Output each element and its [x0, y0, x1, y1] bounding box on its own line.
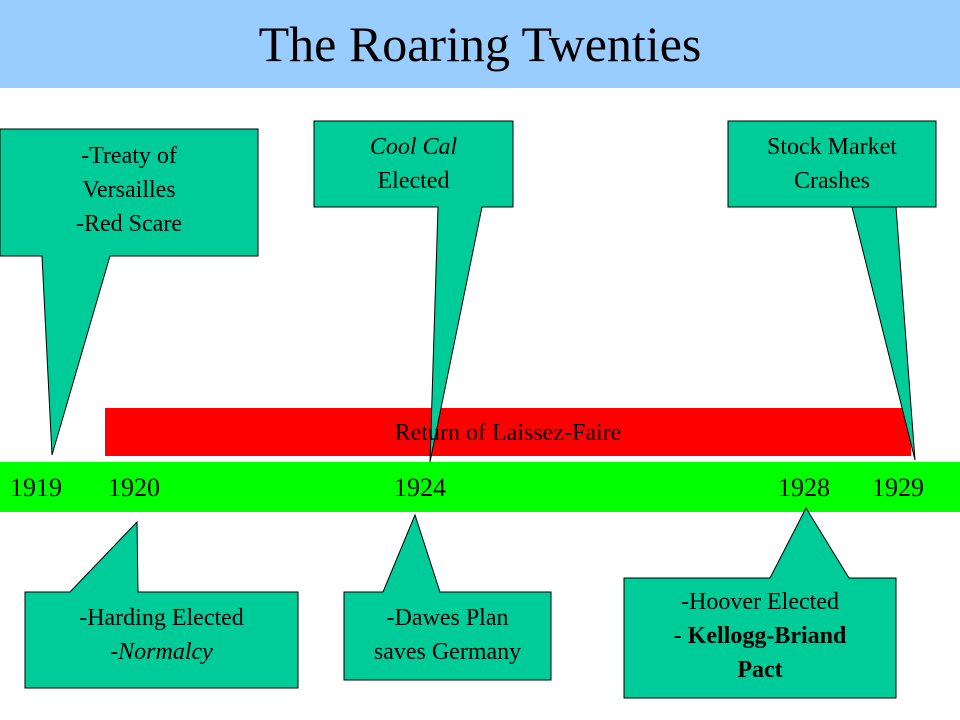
- callout-1924-bottom-text: -Dawes Plan saves Germany: [344, 601, 551, 669]
- callout-1928-line3: Pact: [737, 657, 783, 683]
- callout-1929-line1: Stock Market: [767, 134, 897, 160]
- callout-1928: [623, 506, 897, 699]
- callout-1924-top-line1: Cool Cal: [369, 134, 458, 160]
- year-1920: 1920: [108, 473, 160, 502]
- laissez-faire-band: [105, 408, 911, 456]
- title-bar: [0, 0, 960, 88]
- callout-1919-text: -Treaty of Versailles -Red Scare: [0, 139, 258, 241]
- year-1924: 1924: [394, 473, 446, 502]
- year-1928: 1928: [778, 473, 830, 502]
- page-title: The Roaring Twenties: [258, 16, 702, 72]
- callout-1919-line3: -Red Scare: [76, 211, 182, 237]
- callout-1924-bottom-line2: saves Germany: [373, 639, 522, 665]
- callout-1928-line1: -Hoover Elected: [681, 589, 839, 615]
- callout-1924-bottom-line1: -Dawes Plan: [386, 605, 509, 631]
- callout-1928-text: -Hoover Elected - Kellogg-Briand Pact: [624, 585, 896, 687]
- callout-1929-text: Stock Market Crashes: [728, 130, 936, 198]
- year-1919: 1919: [10, 473, 62, 502]
- callout-1924-top-text: Cool Cal Elected: [314, 130, 513, 198]
- callout-1924-top: [313, 120, 514, 463]
- callout-1929-line2: Crashes: [794, 168, 870, 194]
- timeline-bar: [0, 462, 960, 512]
- year-1929: 1929: [872, 473, 924, 502]
- callout-1920: [24, 520, 299, 689]
- callout-1924-top-line2: Elected: [377, 168, 450, 194]
- callout-1928-line2: - Kellogg-Briand: [673, 623, 847, 649]
- callout-1919-line2: Versailles: [82, 177, 176, 203]
- callout-1924-bottom: [343, 513, 552, 681]
- callout-1929: [727, 120, 937, 461]
- band-label: Return of Laissez-Faire: [394, 420, 622, 446]
- callout-1919-line1: -Treaty of: [81, 143, 177, 169]
- callout-1920-line1: -Harding Elected: [79, 605, 244, 631]
- callout-1920-line2: -Normalcy: [110, 639, 213, 665]
- callout-1919: [0, 128, 259, 456]
- callout-1920-text: -Harding Elected -Normalcy: [25, 601, 298, 669]
